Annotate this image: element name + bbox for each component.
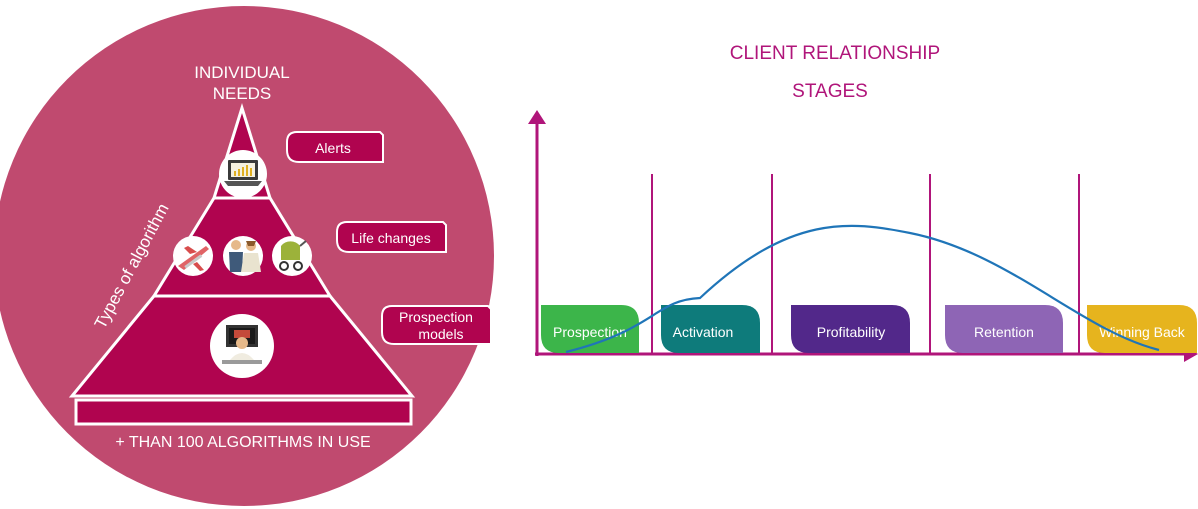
life-changes-label: Life changes [351,230,430,246]
stages-title-line2: STAGES [792,81,868,102]
wedding-couple-icon [223,236,263,276]
stage-tab-label: Prospection [553,324,627,340]
stage-tab-shape [661,305,760,353]
stage-tab-shape [1087,305,1197,353]
stage-tab-shape [791,305,910,353]
alerts-label-box: Alerts [286,131,384,163]
prospection-models-label-box: Prospection models [381,305,492,345]
stage-tab-label: Activation [673,324,734,340]
stage-tab-activation: Activation [661,305,760,353]
life-changes-label-box: Life changes [336,221,447,253]
pyramid-top-label-line1: INDIVIDUAL [194,63,289,82]
algorithm-pyramid-panel: INDIVIDUAL NEEDS + THAN 100 ALGORITHMS I… [0,6,494,506]
pyramid-base-bar [74,398,413,426]
stage-tab-shape [541,305,639,353]
stage-tab-retention: Retention [945,305,1063,353]
client-stages-panel: CLIENT RELATIONSHIP STAGES Prospection Ac… [528,43,1198,362]
lifecycle-curve [565,224,1160,354]
airplane-icon [173,236,213,276]
laptop-chart-icon [219,150,267,198]
person-at-computer-icon [210,314,274,378]
stage-tab-shape [945,305,1063,353]
y-axis-arrow [528,110,546,124]
prospection-models-label-line2: models [418,326,463,342]
alerts-label: Alerts [315,140,351,156]
stage-tabs: Prospection Activation Profitability Retent… [541,305,1197,353]
stage-tab-prospection: Prospection [541,305,639,353]
prospection-models-label-line1: Prospection [399,309,473,325]
stage-tab-label: Retention [974,324,1034,340]
stage-tab-profitability: Profitability [791,305,910,353]
pyramid-base-label: + THAN 100 ALGORITHMS IN USE [115,434,370,451]
pyramid-top-label-line2: NEEDS [213,84,272,103]
stages-title-line1: CLIENT RELATIONSHIP [730,43,940,64]
baby-stroller-icon [272,236,312,276]
stage-tab-label: Profitability [817,324,885,340]
